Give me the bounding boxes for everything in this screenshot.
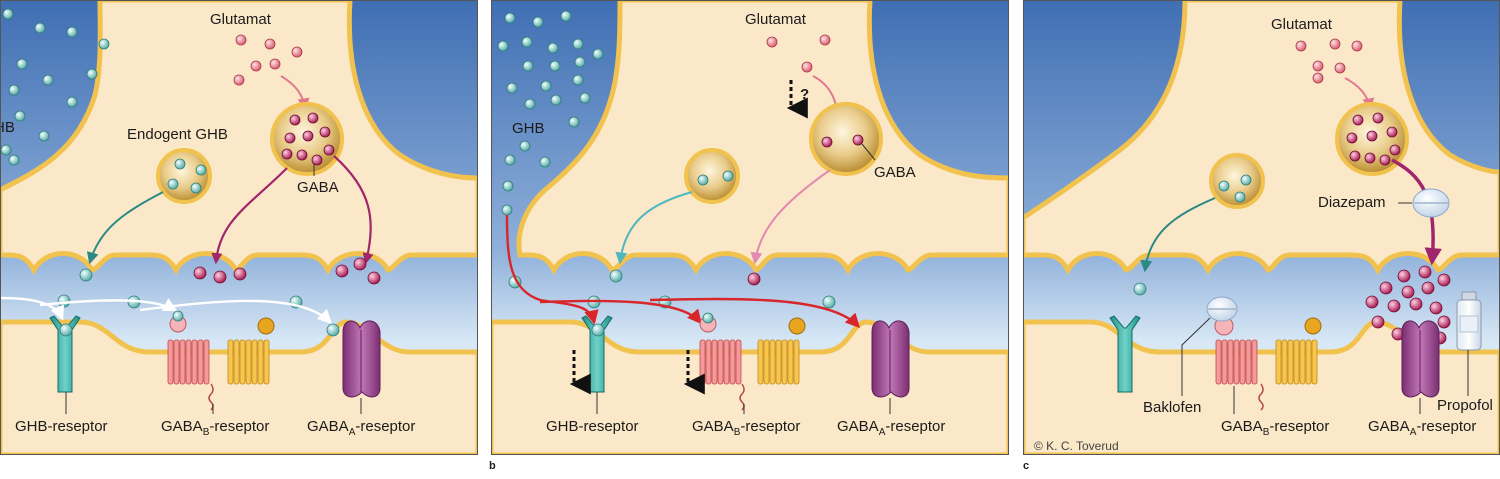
ghb-label: GHB (512, 120, 545, 137)
diazepam-label: Diazepam (1318, 194, 1386, 211)
ghb-receptor-label: GHB-reseptor (546, 418, 639, 435)
ghb-molecules-in-vesicle (697, 170, 734, 186)
propofol-label: Propofol (1437, 397, 1493, 414)
gabaa-receptor (326, 320, 381, 398)
glutamate-molecules (766, 34, 831, 73)
panel-c-letter: c (1023, 460, 1029, 472)
presynaptic-terminal (516, 0, 1009, 276)
gaba-vesicle (809, 102, 883, 176)
gaba-molecules-in-vesicle (281, 112, 335, 166)
gaba-molecules-in-vesicle (821, 134, 864, 148)
cleft-gaba (747, 272, 761, 286)
baklofen-label: Baklofen (1143, 399, 1201, 416)
ghb-receptor (49, 315, 81, 393)
gabab-receptor (167, 310, 275, 411)
gaba-molecules-in-vesicle (1346, 112, 1401, 166)
gaba-release-arrow (750, 169, 831, 265)
ghb-cloud (0, 8, 110, 166)
glutamat-label: Glutamat (745, 11, 807, 28)
ghb-molecules-in-vesicle (167, 158, 207, 194)
ghb-vesicle (1209, 153, 1265, 209)
question-mark: ? (800, 86, 809, 103)
ghb-cloud (497, 10, 604, 216)
ghb-receptor (1109, 315, 1141, 393)
panel-c: Glutamat Diazepam (1023, 0, 1500, 455)
ghb-release-arrow (615, 191, 693, 265)
ghb-receptor-label: GHB-reseptor (15, 418, 108, 435)
glutamat-label: Glutamat (1271, 16, 1333, 33)
gabaa-receptor-label: GABAA-reseptor (837, 418, 945, 438)
propofol-vial (1456, 291, 1482, 351)
gaba-label: GABA (297, 179, 339, 196)
panel-b-frame (491, 0, 1009, 455)
gabab-receptor-label: GABAB-reseptor (692, 418, 800, 438)
cleft-gaba (1365, 265, 1451, 347)
gabaa-receptor (1401, 320, 1440, 398)
gabab-receptor-label: GABAB-reseptor (161, 418, 269, 438)
panel-a-frame (0, 0, 478, 455)
ghb-label: HB (0, 119, 15, 136)
panel-a: HB Glutamat GABA Endogent GHB (0, 0, 478, 455)
cleft-gaba (193, 257, 381, 285)
gaba-release-arrow-right (333, 155, 374, 265)
cleft-ghb (1133, 282, 1147, 296)
ghb-vesicle (156, 148, 212, 204)
ghb-pathway-arrows (505, 214, 860, 329)
gabaa-receptor-label: GABAA-reseptor (1368, 418, 1476, 438)
ghb-release-arrow (86, 191, 164, 265)
baklofen-leader (1181, 317, 1211, 396)
ghb-release-arrow (1140, 197, 1216, 273)
panel-b: GHB Glutamat ? GABA (491, 0, 1009, 455)
glutamate-molecules (233, 34, 303, 86)
ghb-receptor (581, 315, 613, 393)
gabab-receptor-label: GABAB-reseptor (1221, 418, 1329, 438)
gaba-label-leader (861, 143, 876, 161)
diazepam-pill (1412, 188, 1450, 218)
credit-label: © K. C. Toverud (1034, 439, 1119, 453)
gabaa-receptor (871, 320, 910, 398)
panel-b-letter: b (489, 460, 496, 472)
ghb-molecules-in-vesicle (1218, 174, 1252, 203)
gabaa-receptor-label: GABAA-reseptor (307, 418, 415, 438)
glutamat-label: Glutamat (210, 11, 272, 28)
gaba-label: GABA (874, 164, 916, 181)
gabab-receptor (1206, 296, 1322, 411)
baklofen-pill (1206, 296, 1238, 322)
glutamate-molecules (1295, 38, 1363, 84)
gabab-receptor (699, 312, 806, 411)
ghb-vesicle (684, 148, 740, 204)
gaba-release-arrow-left (211, 167, 288, 265)
ghb-diffusion-arrows (0, 296, 333, 325)
endogent-ghb-label: Endogent GHB (127, 126, 228, 143)
